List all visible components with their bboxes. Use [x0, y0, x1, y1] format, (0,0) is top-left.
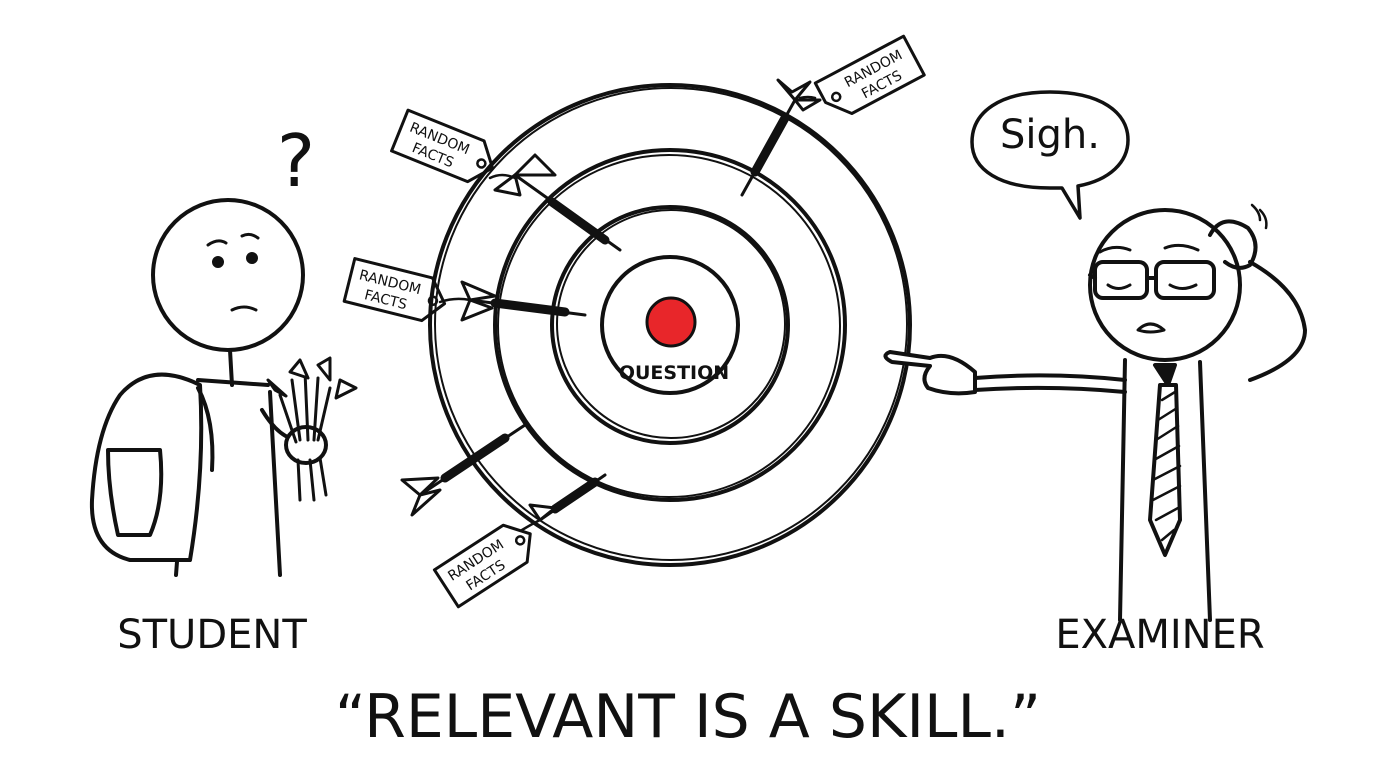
- dart-icon: [493, 153, 622, 252]
- student-label: STUDENT: [117, 612, 307, 658]
- speech-bubble: Sigh.: [970, 90, 1130, 220]
- dartboard-target: QUESTION: [428, 83, 912, 567]
- student-figure: [89, 198, 358, 577]
- caption-quote: “RELEVANT IS A SKILL.”: [335, 682, 1041, 752]
- dart-icon: [400, 423, 527, 517]
- bullseye: [645, 296, 697, 348]
- dart-icon: [460, 280, 587, 322]
- target-center-label: QUESTION: [619, 362, 729, 384]
- speech-text: Sigh.: [1000, 112, 1100, 158]
- examiner-label: EXAMINER: [1055, 612, 1264, 658]
- examiner-figure: [883, 203, 1307, 622]
- dart-icon: [740, 78, 822, 197]
- price-tag-icon: RANDOM FACTS: [813, 34, 926, 116]
- price-tag-icon: RANDOM FACTS: [432, 523, 532, 609]
- dart-icon: [528, 473, 607, 522]
- question-mark-icon: ?: [277, 119, 315, 203]
- price-tag-icon: RANDOM FACTS: [390, 108, 495, 184]
